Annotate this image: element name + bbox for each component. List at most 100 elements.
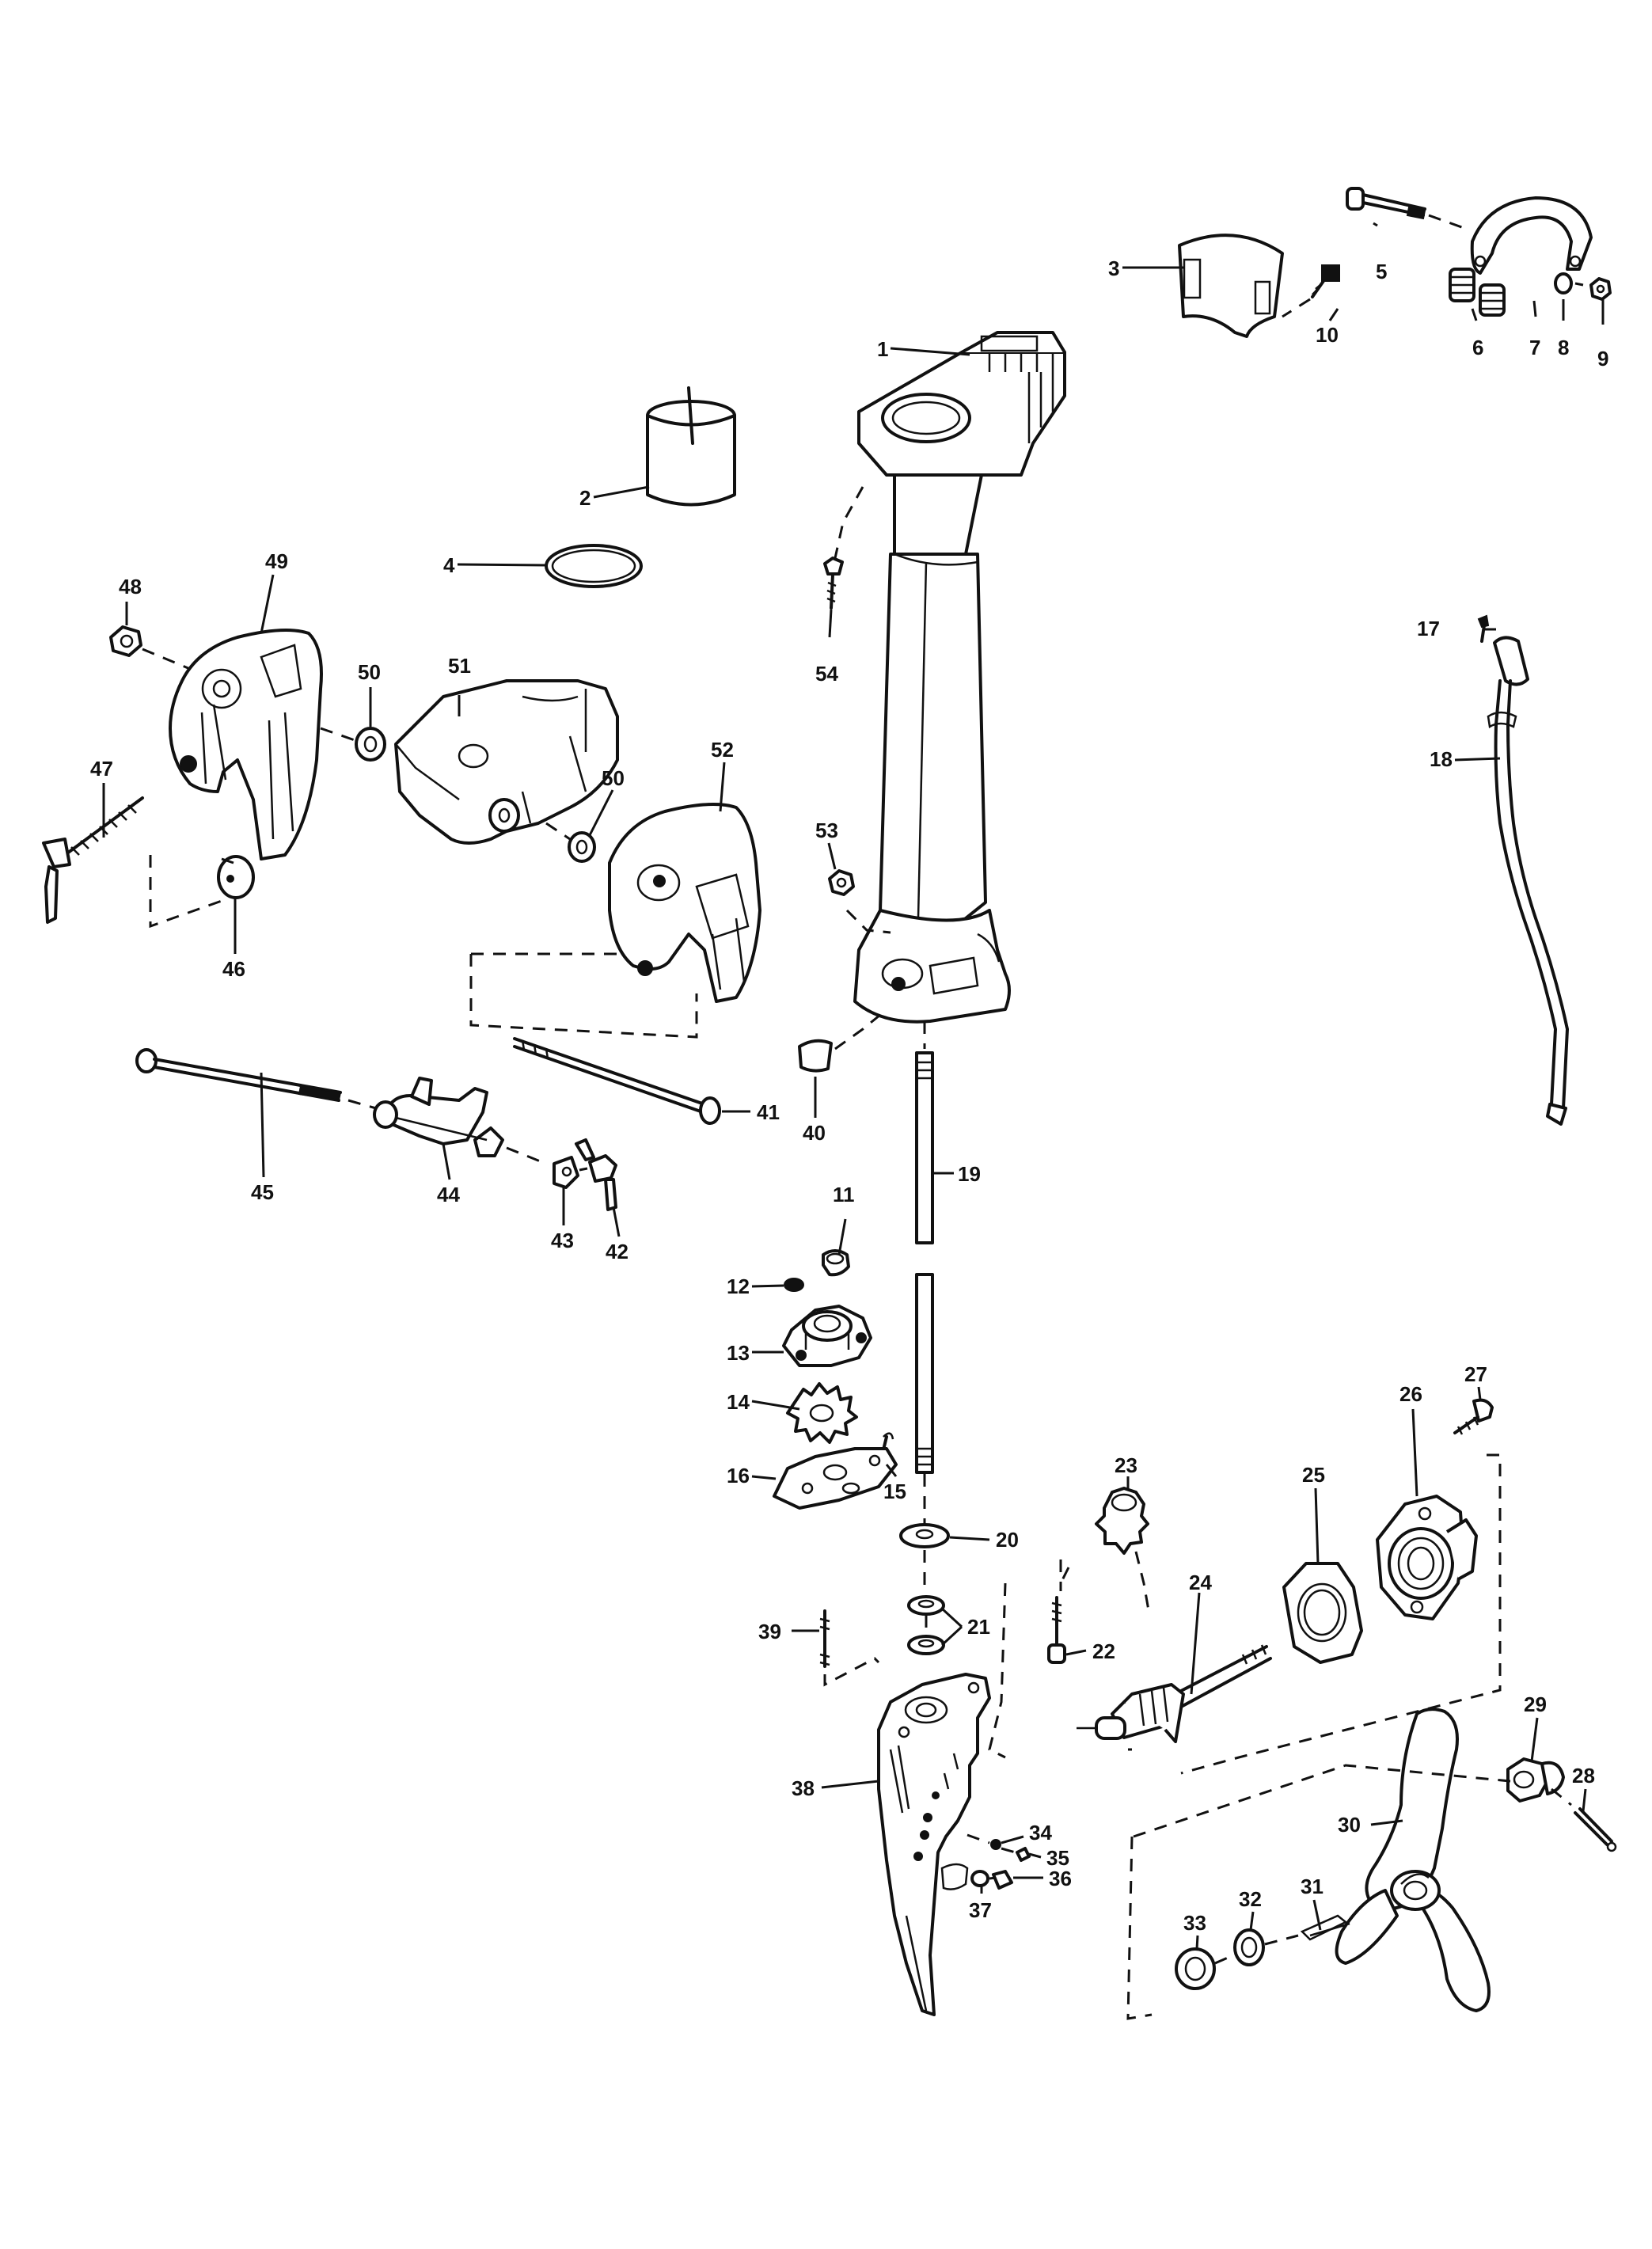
part-label-35: 35 [1046, 1846, 1069, 1870]
part-label-15: 15 [883, 1480, 906, 1503]
part-label-45: 45 [251, 1180, 274, 1204]
driveshaft-housing-part [853, 331, 1066, 1024]
part-label-29: 29 [1524, 1692, 1547, 1716]
part-label-32: 32 [1239, 1887, 1262, 1911]
part-label-14: 14 [727, 1390, 750, 1414]
thrust-hub-33-part [1175, 1947, 1234, 1990]
part-label-19: 19 [958, 1162, 981, 1186]
wing-nut-42-part [575, 1138, 617, 1211]
part-label-48: 48 [119, 575, 142, 598]
washer-small-part [1554, 272, 1573, 294]
part-label-23: 23 [1115, 1453, 1137, 1477]
tilt-pin-41-part [513, 1037, 721, 1125]
small-parts-34-37 [967, 1833, 1031, 1890]
nut-small-part [1574, 277, 1612, 301]
pinion-gear-23-part [1095, 1487, 1151, 1616]
part-label-16: 16 [727, 1464, 750, 1487]
cotter-pin-28-part [1574, 1807, 1617, 1852]
gasket-plate-16-part [773, 1447, 898, 1510]
part-label-21: 21 [967, 1615, 990, 1639]
clamp-bracket-left-part [169, 629, 323, 860]
thrust-washer-20-part [899, 1523, 950, 1591]
part-label-54: 54 [815, 662, 838, 686]
shear-pin-31-part [1300, 1914, 1350, 1941]
gasket-25-part [1282, 1562, 1363, 1664]
bracket-dashes-right [469, 952, 698, 1039]
retaining-ring-part [545, 544, 643, 588]
part-label-41: 41 [757, 1100, 780, 1124]
gearcase-dashes [988, 1453, 1502, 1775]
swivel-bracket-51-part [394, 679, 619, 845]
part-label-27: 27 [1464, 1362, 1487, 1386]
tilt-rod-45-part [135, 1048, 377, 1110]
part-number-labels: 1 2 3 4 5 6 7 8 9 10 11 12 13 14 15 16 1… [90, 256, 1608, 1935]
part-label-25: 25 [1302, 1463, 1325, 1487]
part-label-28: 28 [1572, 1764, 1595, 1787]
part-label-8: 8 [1558, 336, 1569, 359]
screw-54-part [823, 486, 864, 610]
part-label-34: 34 [1029, 1821, 1052, 1844]
clamp-half-part [1178, 234, 1284, 338]
bearing-carrier-26-part [1376, 1495, 1478, 1620]
rubber-mount-part [798, 1013, 881, 1073]
propeller-30-part [1335, 1708, 1491, 2012]
part-label-52: 52 [711, 738, 734, 762]
nut-48-part [109, 625, 191, 671]
clamp-screw-part [1282, 264, 1340, 318]
part-label-42: 42 [606, 1240, 629, 1263]
part-label-18: 18 [1430, 747, 1453, 771]
part-label-53: 53 [815, 819, 838, 842]
part-label-36: 36 [1049, 1867, 1072, 1890]
part-label-39: 39 [758, 1620, 781, 1643]
nut-53-part [828, 869, 891, 934]
sleeve-bushing-part [646, 386, 736, 507]
part-label-3: 3 [1108, 256, 1119, 280]
screw-22-part [1047, 1559, 1066, 1664]
part-label-47: 47 [90, 757, 113, 781]
part-label-44: 44 [437, 1183, 460, 1206]
bracket-bolt-part [1346, 187, 1469, 231]
part-label-7: 7 [1529, 336, 1540, 359]
part-label-51: 51 [448, 654, 471, 678]
part-label-46: 46 [222, 957, 245, 981]
yoke-bracket-part [1470, 196, 1593, 275]
gear-housing-38-part [877, 1673, 991, 2016]
part-label-26: 26 [1399, 1382, 1422, 1406]
impeller-housing-nut-11-part [822, 1249, 850, 1277]
tilt-lever-44-part [373, 1077, 547, 1165]
part-label-13: 13 [727, 1341, 750, 1365]
part-label-9: 9 [1597, 347, 1608, 370]
pump-housing-13-part [782, 1305, 872, 1367]
part-label-6: 6 [1472, 336, 1483, 359]
part-label-30: 30 [1338, 1813, 1361, 1837]
bracket-dashes-left [149, 855, 234, 929]
screw-39-part [819, 1609, 880, 1687]
part-label-43: 43 [551, 1229, 574, 1252]
part-label-1: 1 [877, 337, 888, 361]
part-label-24: 24 [1189, 1571, 1212, 1594]
part-label-17: 17 [1417, 617, 1440, 640]
part-label-40: 40 [803, 1121, 826, 1145]
prop-dashes [1126, 1764, 1572, 2020]
part-label-22: 22 [1092, 1639, 1115, 1663]
part-label-49: 49 [265, 549, 288, 573]
part-label-38: 38 [792, 1776, 815, 1800]
clamp-bracket-right-part [608, 803, 761, 1003]
part-label-20: 20 [996, 1528, 1019, 1552]
part-label-37: 37 [969, 1898, 992, 1922]
part-label-4: 4 [443, 553, 455, 577]
part-label-50a: 50 [358, 660, 381, 684]
part-label-33: 33 [1183, 1911, 1206, 1935]
washer-46-part [217, 855, 255, 899]
leader-lines [102, 222, 1605, 1950]
washer-50a-part [320, 727, 386, 762]
part-label-2: 2 [579, 486, 591, 510]
part-label-31: 31 [1301, 1875, 1323, 1898]
o-ring-12-part [784, 1278, 804, 1292]
part-label-10: 10 [1316, 323, 1339, 347]
washer-32-part [1233, 1928, 1299, 1966]
part-label-5: 5 [1376, 260, 1387, 283]
bearing-21-part [907, 1595, 945, 1655]
propeller-nut-29-part [1506, 1757, 1565, 1803]
